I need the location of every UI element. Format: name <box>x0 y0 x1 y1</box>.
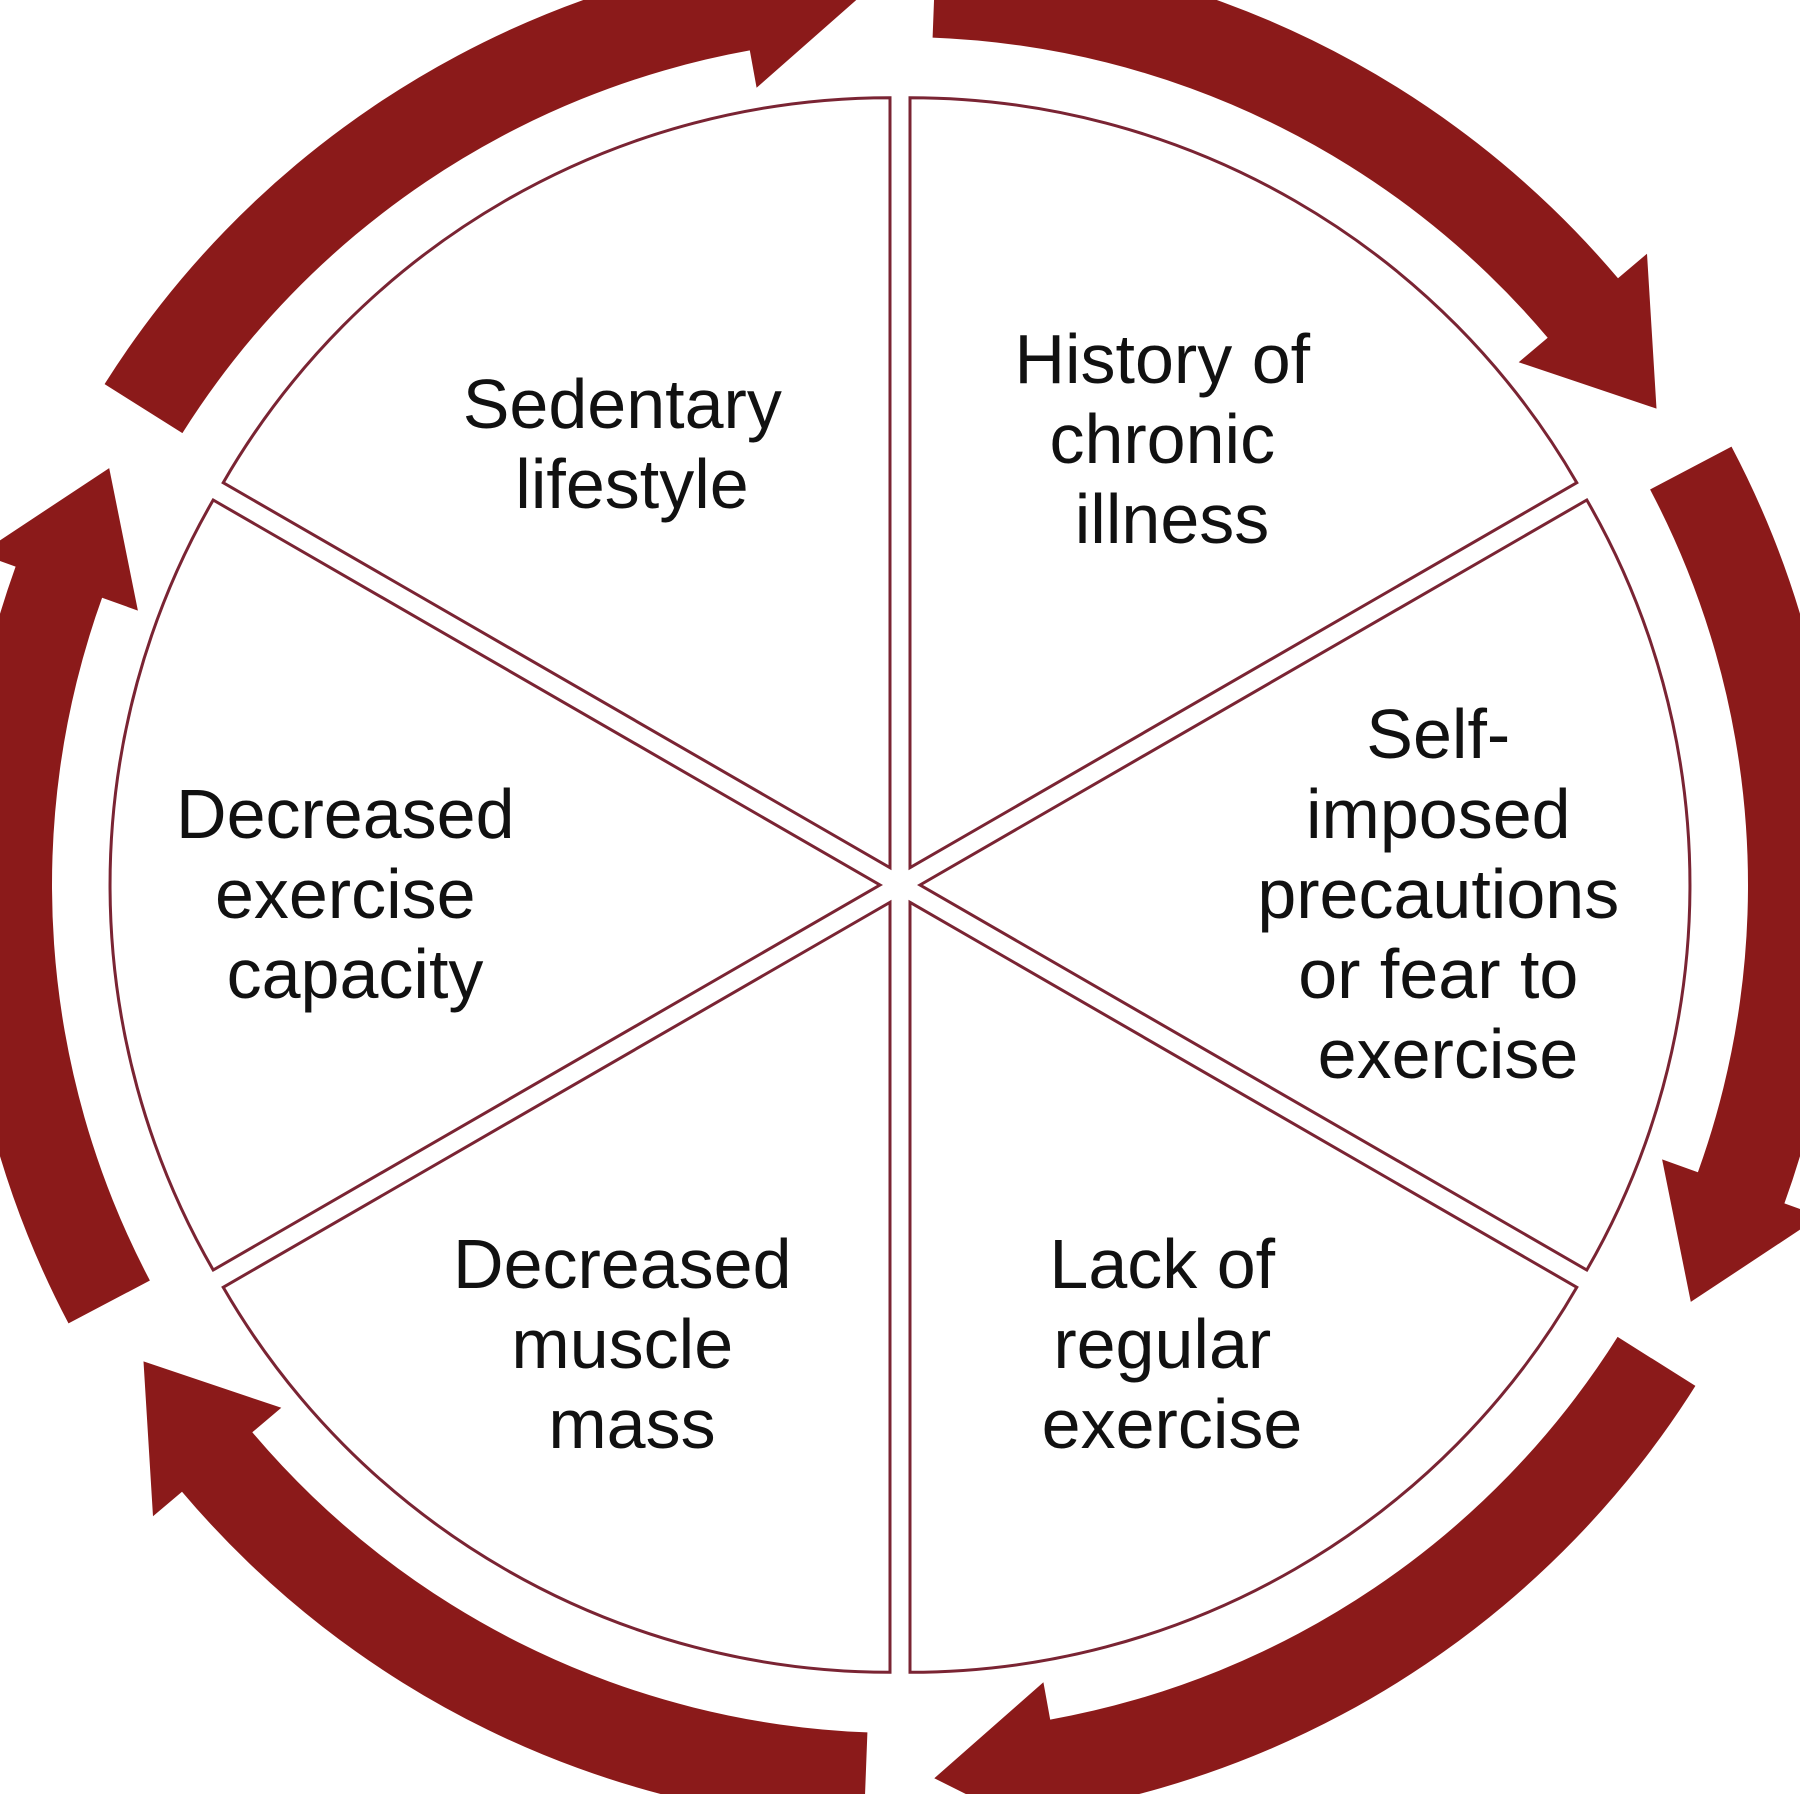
segment-label-decreased-exercise-capacity: Decreased exercise capacity <box>176 775 534 1013</box>
arrow-to-self-imposed <box>1650 446 1800 1302</box>
segment-label-lack-of-regular-exercise: Lack of regular exercise <box>1042 1225 1303 1463</box>
arrow-to-sedentary <box>104 0 857 434</box>
arrow-to-capacity <box>0 468 150 1324</box>
arrow-to-muscle <box>143 1361 868 1794</box>
arrow-to-lack <box>934 1336 1696 1794</box>
wedge-history <box>908 96 1579 871</box>
segment-label-decreased-muscle-mass: Decreased muscle mass <box>453 1225 811 1463</box>
wedge-capacity <box>108 497 883 1273</box>
wedge-sedentary <box>221 96 892 871</box>
wedge-self-imposed <box>917 497 1692 1273</box>
wedge-lack <box>908 899 1579 1674</box>
segment-wedges <box>108 96 1692 1674</box>
segment-label-history-of-chronic-illness: History of chronic illness <box>1014 320 1329 558</box>
segment-labels: Sedentary lifestyle History of chronic i… <box>176 320 1638 1463</box>
segment-label-self-imposed-precautions: Self- imposed precautions or fear to exe… <box>1257 695 1638 1093</box>
arrow-to-history <box>932 0 1657 409</box>
segment-label-sedentary-lifestyle: Sedentary lifestyle <box>463 365 802 523</box>
wedge-muscle <box>221 899 892 1674</box>
